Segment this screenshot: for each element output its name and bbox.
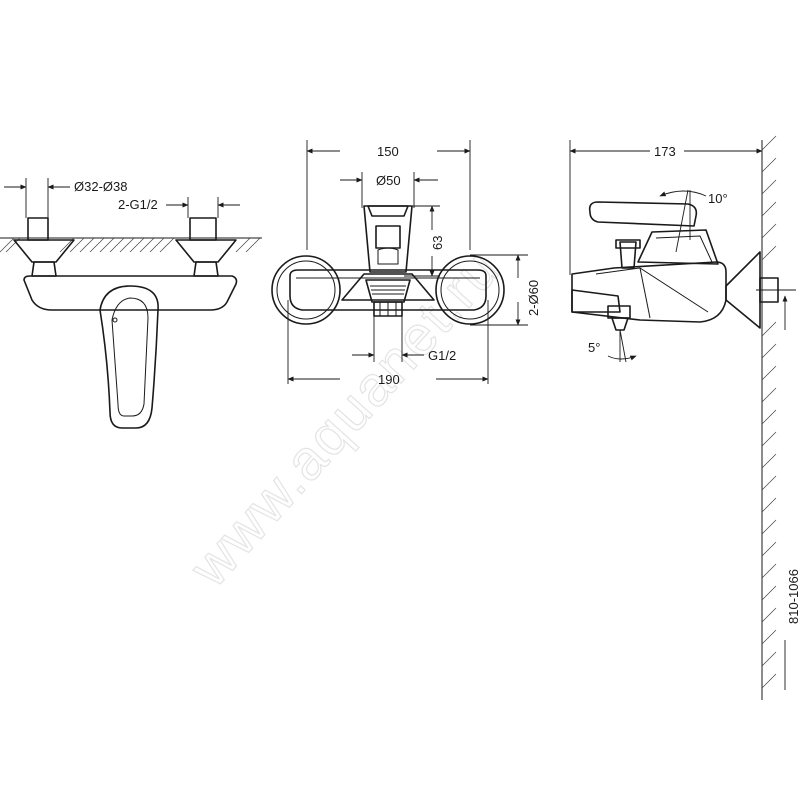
dim-connection: 2-G1/2 xyxy=(118,197,240,218)
label-width-top: 150 xyxy=(377,144,399,159)
left-view: Ø32-Ø38 2-G1/2 xyxy=(0,178,262,429)
label-handle-height: 63 xyxy=(430,236,445,250)
dim-flange-diameter: 2-Ø60 xyxy=(470,254,541,326)
dim-width-top: 150 xyxy=(306,140,471,250)
watermark: www.aquanet.ru xyxy=(176,236,512,599)
label-depth: 173 xyxy=(654,144,676,159)
dim-diameter-center: Ø50 xyxy=(340,172,438,208)
side-mixer-body xyxy=(571,201,779,331)
label-diameter-range: Ø32-Ø38 xyxy=(74,179,127,194)
dim-diameter-range: Ø32-Ø38 xyxy=(4,178,127,218)
dim-width-bottom: 190 xyxy=(287,300,489,387)
left-wall-hatch xyxy=(0,237,262,253)
label-handle-angle: 10° xyxy=(708,191,728,206)
label-width-bottom: 190 xyxy=(378,372,400,387)
label-flange-diameter: 2-Ø60 xyxy=(526,280,541,316)
side-wall xyxy=(761,135,777,700)
dim-depth: 173 xyxy=(569,140,763,275)
label-diameter-center: Ø50 xyxy=(376,173,401,188)
label-spout-angle: 5° xyxy=(588,340,600,355)
label-connection: 2-G1/2 xyxy=(118,197,158,212)
left-mixer-body xyxy=(23,275,238,429)
watermark-text: www.aquanet.ru xyxy=(176,237,511,599)
side-view: 173 10° xyxy=(569,135,800,700)
dim-outlet-thread: G1/2 xyxy=(352,316,456,363)
flange-left xyxy=(271,255,341,325)
left-eccentric-right xyxy=(175,217,237,277)
dim-spout-angle: 5° xyxy=(588,329,637,363)
front-view: 150 Ø50 63 2-Ø60 xyxy=(271,140,541,387)
label-outlet-thread: G1/2 xyxy=(428,348,456,363)
dim-mounting-height: 810-1066 xyxy=(756,289,800,690)
label-mounting-height: 810-1066 xyxy=(786,569,800,624)
front-mixer-body xyxy=(289,205,487,317)
dim-handle-angle: 10° xyxy=(659,189,728,253)
flange-right xyxy=(435,255,505,325)
